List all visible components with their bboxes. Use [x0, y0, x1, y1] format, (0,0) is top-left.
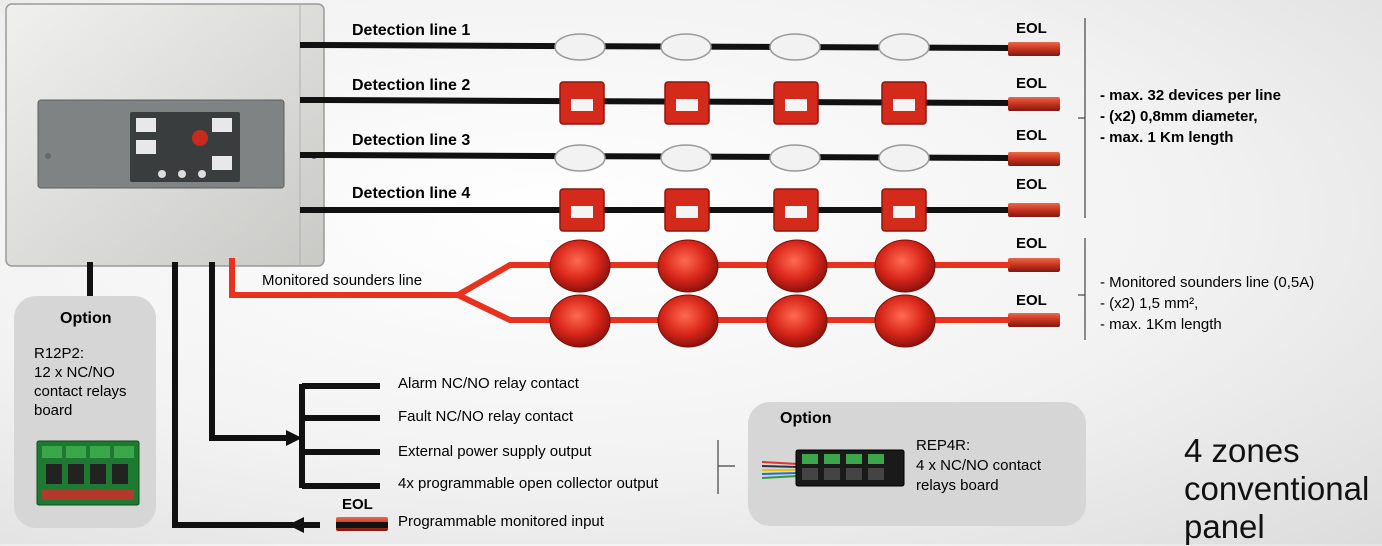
detection-line-4-label: Detection line 4: [352, 185, 471, 202]
eol-label-sounder-top: EOL: [1016, 235, 1047, 252]
sounder-wires: [229, 258, 1010, 323]
output-arrowheads: [286, 430, 304, 533]
option-left-line-2: 12 x NC/NO: [34, 364, 115, 381]
panel-title-line-1: 4 zones: [1184, 432, 1300, 469]
output-fault-relay: Fault NC/NO relay contact: [398, 408, 574, 425]
sounder-note-3: - max. 1Km length: [1100, 316, 1222, 333]
call-point-windows: [571, 99, 915, 218]
option-right-title: Option: [780, 410, 832, 427]
outputs-bracket: [717, 440, 735, 494]
detection-bracket: [1078, 18, 1086, 340]
option-left-line-4: board: [34, 402, 73, 419]
detection-note-1: - max. 32 devices per line: [1100, 87, 1281, 104]
eol-label-line-2: EOL: [1016, 75, 1047, 92]
eol-resistors: [336, 42, 1060, 531]
output-power-supply: External power supply output: [398, 443, 592, 460]
eol-label-line-3: EOL: [1016, 127, 1047, 144]
output-alarm-relay: Alarm NC/NO relay contact: [398, 375, 579, 392]
panel-title-line-3: panel: [1184, 508, 1265, 545]
sounders: [549, 239, 936, 348]
input-programmable-monitored: Programmable monitored input: [398, 513, 604, 530]
sounders-line-label: Monitored sounders line: [262, 272, 423, 289]
eol-label-line-4: EOL: [1016, 176, 1047, 193]
option-left-line-3: contact relays: [34, 383, 127, 400]
detection-note-3: - max. 1 Km length: [1100, 129, 1234, 146]
detection-note-2: - (x2) 0,8mm diameter,: [1100, 108, 1258, 125]
eol-label-input: EOL: [342, 496, 373, 513]
option-right-line-3: relays board: [916, 477, 999, 494]
sounder-note-1: - Monitored sounders line (0,5A): [1100, 274, 1315, 291]
option-left-title: Option: [60, 310, 112, 327]
sounder-note-2: - (x2) 1,5 mm²,: [1100, 295, 1199, 312]
option-left-line-1: R12P2:: [34, 345, 85, 362]
option-right-line-1: REP4R:: [916, 437, 971, 454]
smoke-detectors: [554, 33, 930, 172]
detection-line-3-label: Detection line 3: [352, 132, 471, 149]
option-right-line-2: 4 x NC/NO contact: [916, 457, 1042, 474]
detection-line-1-label: Detection line 1: [352, 22, 471, 39]
relay-board-image-right: [762, 449, 905, 487]
relay-board-image-left: [36, 440, 140, 506]
fire-panel-cabinet: [5, 3, 325, 267]
panel-title-line-2: conventional: [1184, 470, 1370, 507]
output-open-collector: 4x programmable open collector output: [398, 475, 659, 492]
detection-line-2-label: Detection line 2: [352, 77, 471, 94]
output-wires: [87, 262, 388, 528]
eol-label-sounder-bottom: EOL: [1016, 292, 1047, 309]
eol-label-line-1: EOL: [1016, 20, 1047, 37]
